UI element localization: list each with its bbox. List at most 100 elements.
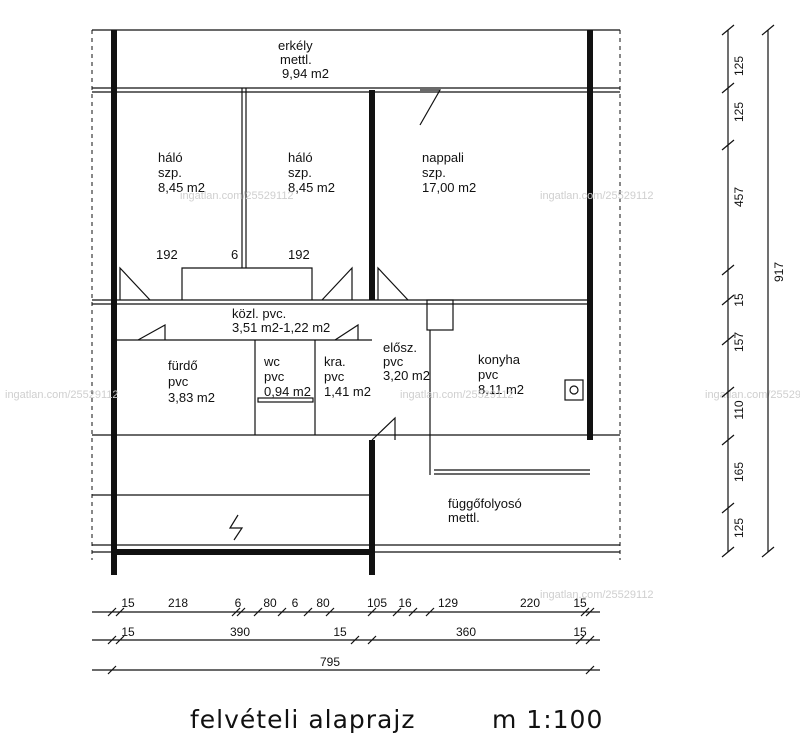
hall-floor: pvc <box>383 354 404 369</box>
watermark: ingatlan.com/25529112 <box>540 190 654 202</box>
kitchen-name: konyha <box>478 352 521 367</box>
stove-burner <box>569 385 579 395</box>
dimension-tick <box>253 607 263 617</box>
watermark: ingatlan.com/25529112 <box>400 389 514 401</box>
bathroom-name: fürdő <box>168 358 198 373</box>
dimension-tick <box>115 607 125 617</box>
dim-bottom-1: 6 <box>292 596 299 610</box>
bedroom1-floor: szp. <box>158 165 182 180</box>
wardrobe <box>181 267 313 300</box>
wc-fixture <box>257 397 314 403</box>
bedroom1-name: háló <box>158 150 183 165</box>
corridor-area: 3,51 m2-1,22 m2 <box>232 320 330 335</box>
door-entrance <box>371 416 396 441</box>
dimension-tick <box>277 607 287 617</box>
dim-bottom-1: 16 <box>398 596 412 610</box>
wc-name: wc <box>263 354 280 369</box>
dim-bottom-2: 15 <box>573 625 587 639</box>
bedroom2-name: háló <box>288 150 313 165</box>
watermark: ingatlan.com/25529112 <box>5 389 119 401</box>
watermark: ingatlan.com/25529112 <box>705 389 800 401</box>
dim-bottom-1: 105 <box>367 596 387 610</box>
hall-name: elősz. <box>383 340 417 355</box>
dimension-tick <box>721 24 735 36</box>
bottom-dimension-chains: 15 218 6 80 6 80 105 16 129 220 15 15 39… <box>92 596 600 675</box>
living-area: 17,00 m2 <box>422 180 476 195</box>
gallery-name: függőfolyosó <box>448 496 522 511</box>
dimension-tick <box>367 607 377 617</box>
dimension-tick <box>107 665 117 675</box>
dim-right: 125 <box>732 56 746 76</box>
bedroom1-area: 8,45 m2 <box>158 180 205 195</box>
dimension-tick <box>303 607 313 617</box>
balcony-floor: mettl. <box>280 52 312 67</box>
dimension-tick <box>721 82 735 94</box>
dim-right: 110 <box>732 400 746 419</box>
plan-scale: m 1:100 <box>492 705 603 734</box>
dim-bottom-2: 360 <box>456 625 476 639</box>
bathroom-floor: pvc <box>168 374 189 389</box>
dimension-tick <box>350 635 360 645</box>
hall-area: 3,20 m2 <box>383 368 430 383</box>
dim-right: 165 <box>732 462 746 482</box>
dim-right-total: 917 <box>772 262 786 282</box>
dimension-tick <box>721 546 735 558</box>
dimension-tick <box>575 635 585 645</box>
door-living <box>377 266 409 301</box>
dim-bottom-1: 6 <box>235 596 242 610</box>
dim-right: 15 <box>732 293 746 307</box>
dimension-tick <box>585 665 595 675</box>
dim-bottom-1: 129 <box>438 596 458 610</box>
dimension-tick <box>107 635 117 645</box>
bedroom2-area: 8,45 m2 <box>288 180 335 195</box>
stove <box>564 379 584 401</box>
balcony-name: erkély <box>278 38 313 53</box>
dim-bottom-2: 15 <box>333 625 347 639</box>
bedroom2-floor: szp. <box>288 165 312 180</box>
dim-bottom-1: 80 <box>263 596 277 610</box>
dimension-tick <box>115 635 125 645</box>
balcony-area: 9,94 m2 <box>282 66 329 81</box>
bathroom-area: 3,83 m2 <box>168 390 215 405</box>
dim-bottom-1: 218 <box>168 596 188 610</box>
inner-dim-mid: 6 <box>231 247 238 262</box>
plan-title: felvételi alaprajz <box>190 705 415 734</box>
dim-bottom-total: 795 <box>320 655 340 669</box>
dim-right: 125 <box>732 102 746 122</box>
dimension-tick <box>408 607 418 617</box>
dimension-tick <box>761 546 775 558</box>
dimension-tick <box>761 24 775 36</box>
door-bedroom2 <box>321 266 353 301</box>
wc-floor: pvc <box>264 369 285 384</box>
dim-bottom-1: 80 <box>316 596 330 610</box>
dimension-tick <box>231 607 241 617</box>
dimension-tick <box>325 607 335 617</box>
dimension-tick <box>236 607 246 617</box>
kitchen-area: 8,11 m2 <box>478 382 524 397</box>
kitchen-floor: pvc <box>478 367 499 382</box>
right-dimension-chain: 125 125 457 15 157 110 165 125 917 <box>721 24 786 558</box>
inner-dim-right: 192 <box>288 247 310 262</box>
shaft <box>426 299 454 331</box>
living-floor: szp. <box>422 165 446 180</box>
dimension-tick <box>721 386 735 398</box>
dimension-tick <box>721 264 735 276</box>
pantry-area: 1,41 m2 <box>324 384 371 399</box>
inner-dim-left: 192 <box>156 247 178 262</box>
dimension-tick <box>580 607 590 617</box>
dimension-tick <box>585 635 595 645</box>
pantry-floor: pvc <box>324 369 345 384</box>
living-name: nappali <box>422 150 464 165</box>
dim-bottom-2: 390 <box>230 625 250 639</box>
door-bedroom1 <box>119 266 151 301</box>
wc-area: 0,94 m2 <box>264 384 311 399</box>
dimension-tick <box>721 334 735 346</box>
dimension-tick <box>367 635 377 645</box>
door-pantry <box>334 323 359 341</box>
gallery-floor: mettl. <box>448 510 480 525</box>
watermark: ingatlan.com/25529112 <box>180 190 294 202</box>
dim-right: 157 <box>732 332 746 352</box>
corridor-name: közl. pvc. <box>232 306 286 321</box>
door-bath <box>137 323 166 341</box>
